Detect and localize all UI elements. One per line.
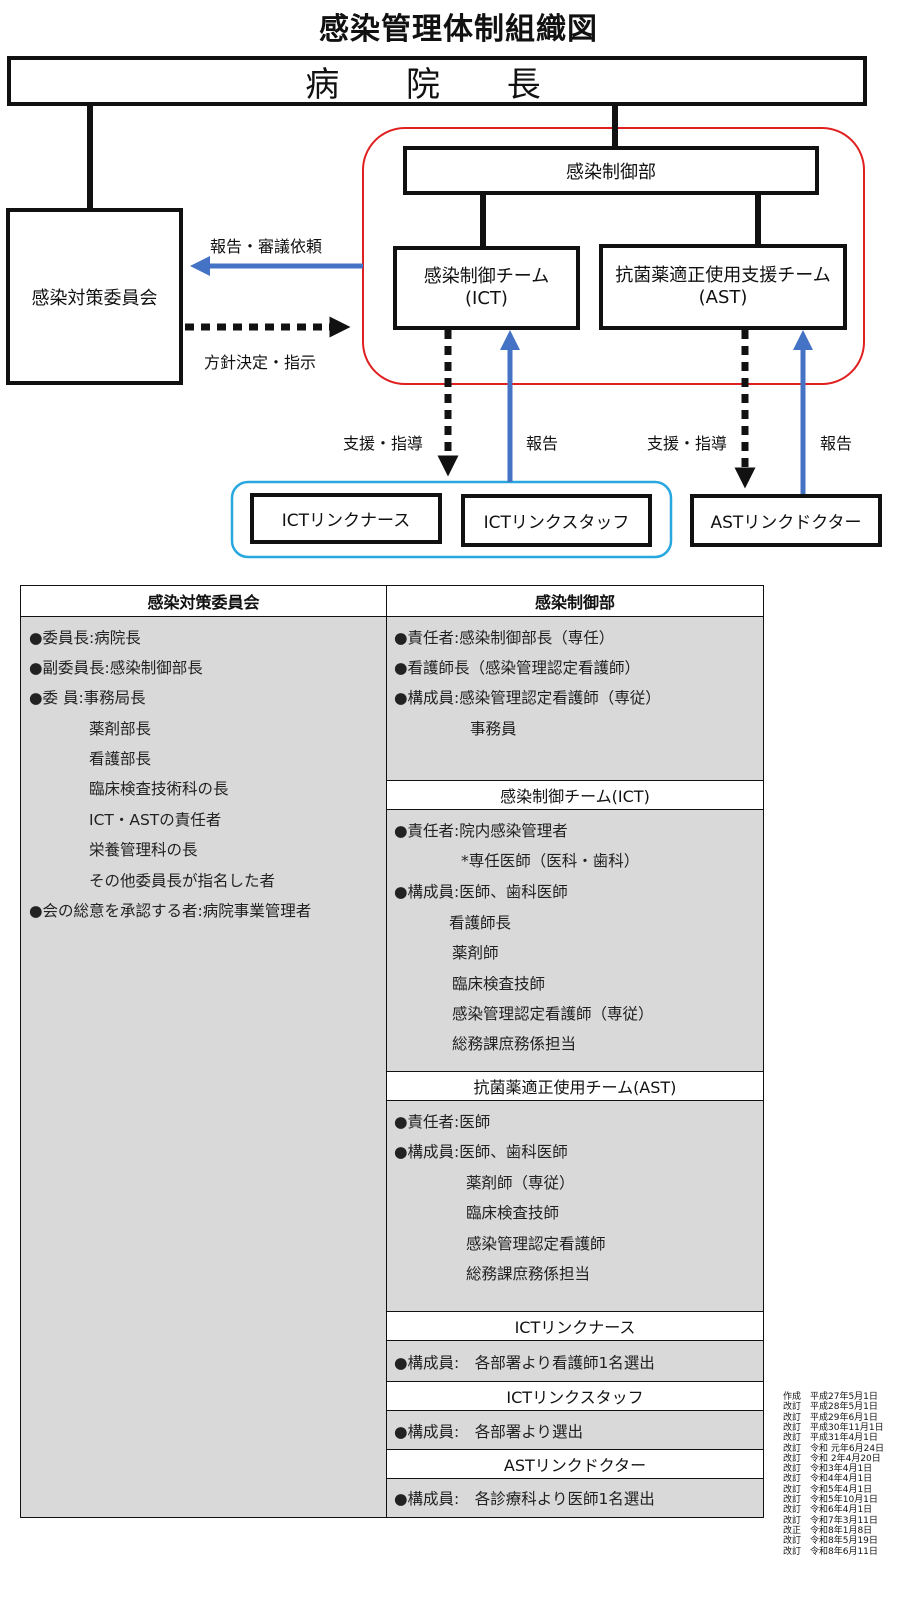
section-line: 看護師長 xyxy=(449,914,512,932)
section-line: ●構成員:感染管理認定看護師（専従） xyxy=(394,689,661,707)
ict-link-staff-section-header: ICTリンクスタッフ xyxy=(387,1381,763,1411)
section-line: ●看護師長（感染管理認定看護師） xyxy=(394,659,641,677)
policy-label: 方針決定・指示 xyxy=(204,353,317,372)
control-dept-box: 感染制御部 xyxy=(403,146,819,195)
ast-label-line2: (AST) xyxy=(698,287,748,308)
section-line: ●構成員: 各部署より看護師1名選出 xyxy=(394,1354,655,1372)
committee-line: ●委 員:事務局長 xyxy=(29,689,146,707)
ict-box: 感染制御チーム (ICT) xyxy=(393,246,580,330)
committee-line: ICT・ASTの責任者 xyxy=(89,811,222,829)
control-dept-label: 感染制御部 xyxy=(566,161,656,183)
ast-section-header: 抗菌薬適正使用チーム(AST) xyxy=(387,1071,763,1101)
section-line: ●構成員:医師、歯科医師 xyxy=(394,883,568,901)
committee-line: ●委員長:病院長 xyxy=(29,629,141,647)
ast-label-line1: 抗菌薬適正使用支援チーム xyxy=(615,265,831,286)
section-line: 薬剤師（専従） xyxy=(466,1174,575,1192)
org-chart-connectors xyxy=(87,105,865,559)
section-line: ●構成員: 各部署より選出 xyxy=(394,1423,583,1441)
ast-link-doctor-label: ASTリンクドクター xyxy=(710,513,862,533)
committee-label: 感染対策委員会 xyxy=(31,287,158,309)
revision-line: 改訂 令和3年4月1日 xyxy=(783,1464,873,1475)
section-line: 薬剤師 xyxy=(452,944,499,962)
ict-link-nurse-section-body: ●構成員: 各部署より看護師1名選出 xyxy=(387,1341,763,1381)
section-line: ●責任者:感染制御部長（専任） xyxy=(394,629,615,647)
section-line: 感染管理認定看護師（専従） xyxy=(452,1005,654,1023)
ast-section-body: ●責任者:医師 ●構成員:医師、歯科医師 薬剤師（専従） 臨床検査技師 感染管理… xyxy=(387,1101,763,1312)
ast-support-label: 支援・指導 xyxy=(647,434,728,453)
committee-box: 感染対策委員会 xyxy=(6,208,183,385)
ict-link-nurse-label: ICTリンクナース xyxy=(281,511,411,531)
section-line: ●構成員: 各診療科より医師1名選出 xyxy=(394,1490,655,1508)
revision-line: 改訂 令和7年3月11日 xyxy=(783,1515,878,1526)
committee-line: ●会の総意を承認する者:病院事業管理者 xyxy=(29,902,312,920)
section-line: ●責任者:院内感染管理者 xyxy=(394,822,568,840)
ict-report-label: 報告 xyxy=(526,434,559,453)
revision-line: 改訂 令和5年4月1日 xyxy=(783,1484,873,1495)
ast-link-doctor-box: ASTリンクドクター xyxy=(690,494,882,547)
control-dept-section-body: ●責任者:感染制御部長（専任） ●看護師長（感染管理認定看護師） ●構成員:感染… xyxy=(387,617,763,781)
teams-column: 感染制御部 ●責任者:感染制御部長（専任） ●看護師長（感染管理認定看護師） ●… xyxy=(386,585,764,1518)
revision-line: 改訂 平成29年6月1日 xyxy=(783,1412,878,1423)
revision-line: 改正 令和8年1月8日 xyxy=(783,1525,873,1536)
committee-line: その他委員長が指名した者 xyxy=(89,872,276,890)
director-label: 病 院 長 xyxy=(305,64,569,105)
section-line: 臨床検査技師 xyxy=(466,1204,560,1222)
revision-line: 改訂 令和4年4月1日 xyxy=(783,1474,873,1485)
control-dept-section-header: 感染制御部 xyxy=(387,586,763,617)
revision-line: 改訂 令和8年5月19日 xyxy=(783,1536,878,1547)
ast-link-doctor-section-body: ●構成員: 各診療科より医師1名選出 xyxy=(387,1479,763,1517)
section-line: ●責任者:医師 xyxy=(394,1113,491,1131)
committee-line: 臨床検査技術科の長 xyxy=(89,780,229,798)
ict-support-label: 支援・指導 xyxy=(343,434,424,453)
revision-line: 改訂 平成31年4月1日 xyxy=(783,1433,878,1444)
ast-box: 抗菌薬適正使用支援チーム (AST) xyxy=(599,244,847,330)
revision-line: 改訂 令和 2年4月20日 xyxy=(783,1453,881,1464)
ict-link-group-outline xyxy=(230,480,673,559)
revision-line: 改訂 令和8年6月11日 xyxy=(783,1546,878,1557)
page-title: 感染管理体制組織図 xyxy=(319,12,598,47)
ict-link-nurse-box: ICTリンクナース xyxy=(250,493,442,544)
section-line: 感染管理認定看護師 xyxy=(466,1235,606,1253)
committee-line: ●副委員長:感染制御部長 xyxy=(29,659,203,677)
revision-line: 改訂 令和6年4月1日 xyxy=(783,1505,873,1516)
director-box: 病 院 長 xyxy=(7,56,867,106)
revision-line: 改訂 平成28年5月1日 xyxy=(783,1402,878,1413)
ict-label-line2: (ICT) xyxy=(465,288,508,309)
ict-link-staff-section-body: ●構成員: 各部署より選出 xyxy=(387,1411,763,1449)
section-line: 臨床検査技師 xyxy=(452,975,546,993)
committee-column-header: 感染対策委員会 xyxy=(21,586,386,617)
ast-link-doctor-section-header: ASTリンクドクター xyxy=(387,1449,763,1479)
report-request-label: 報告・審議依頼 xyxy=(210,237,323,256)
revision-line: 改訂 令和5年10月1日 xyxy=(783,1495,878,1505)
committee-column: 感染対策委員会 ●委員長:病院長 ●副委員長:感染制御部長 ●委 員:事務局長 … xyxy=(20,585,387,1518)
committee-line: 看護部長 xyxy=(89,750,152,768)
ict-label-line1: 感染制御チーム xyxy=(423,266,550,287)
ict-link-nurse-section-header: ICTリンクナース xyxy=(387,1311,763,1341)
ict-link-staff-box: ICTリンクスタッフ xyxy=(461,494,652,547)
ast-report-label: 報告 xyxy=(820,434,853,453)
section-line: 事務員 xyxy=(470,720,517,738)
ict-section-body: ●責任者:院内感染管理者 *専任医師（医科・歯科） ●構成員:医師、歯科医師 看… xyxy=(387,810,763,1072)
revision-line: 改訂 平成30年11月1日 xyxy=(783,1422,884,1433)
committee-line: 薬剤部長 xyxy=(89,720,152,738)
section-line: 総務課庶務係担当 xyxy=(452,1035,577,1053)
ict-section-header: 感染制御チーム(ICT) xyxy=(387,780,763,810)
section-line: ●構成員:医師、歯科医師 xyxy=(394,1143,568,1161)
committee-line: 栄養管理科の長 xyxy=(89,841,198,859)
section-line: 総務課庶務係担当 xyxy=(466,1265,591,1283)
ict-link-staff-label: ICTリンクスタッフ xyxy=(483,513,630,533)
revision-line: 作成 平成27年5月1日 xyxy=(783,1392,878,1402)
section-line: *専任医師（医科・歯科） xyxy=(461,852,640,870)
revision-line: 改訂 令和 元年6月24日 xyxy=(783,1443,885,1454)
